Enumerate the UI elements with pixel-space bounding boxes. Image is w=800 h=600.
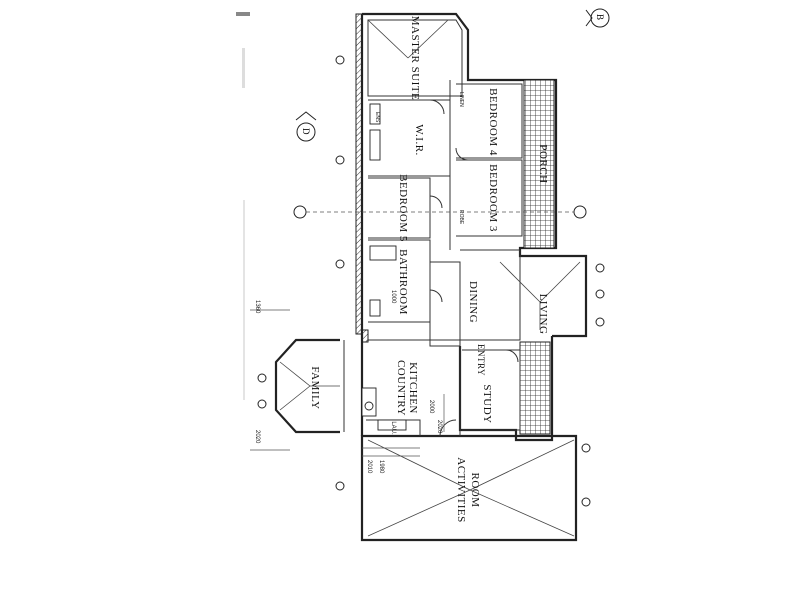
note-robe: ROBE — [458, 210, 464, 225]
markers: B D — [257, 8, 610, 507]
interior-walls — [366, 19, 523, 436]
label-bedroom3: BEDROOM 3 — [487, 164, 499, 232]
outer-walls — [274, 12, 588, 542]
label-lau: LAU. — [390, 421, 396, 435]
notes: LINEN ROBE ENS — [374, 92, 464, 225]
dim-2010: 2010 — [366, 460, 372, 474]
label-family: FAMILY — [309, 366, 321, 409]
label-country: COUNTRY — [395, 360, 407, 416]
label-bedroom4: BEDROOM 4 — [487, 88, 499, 156]
label-master-suite: MASTER SUITE — [409, 16, 421, 101]
label-dining: DINING — [467, 281, 479, 323]
note-ens: ENS — [374, 112, 380, 123]
label-bedroom5: BEDROOM 5 — [397, 174, 409, 242]
dim-2000: 2000 — [428, 400, 434, 414]
basin — [369, 299, 381, 317]
scan-artifacts — [236, 12, 250, 400]
laundry-bench — [377, 419, 407, 431]
dimension-text: 1980 2010 2020 2000 1000 1360 2020 — [254, 290, 442, 474]
fixtures — [361, 103, 407, 431]
label-activities: ACTIVITIES — [455, 457, 467, 523]
bathtub — [369, 245, 397, 261]
dim-1980: 1980 — [378, 460, 384, 474]
porch-tiles — [523, 79, 555, 249]
label-bathroom: BATHROOM — [397, 249, 409, 315]
entry-porch-tiles — [519, 341, 551, 435]
marker-b-circle — [590, 8, 610, 28]
label-room: ROOM — [469, 472, 481, 507]
dim-2020-b: 2020 — [254, 430, 260, 444]
dim-2020: 2020 — [436, 420, 442, 434]
label-study: STUDY — [481, 384, 493, 423]
toilet — [369, 103, 381, 125]
dim-1000: 1000 — [390, 290, 396, 304]
note-linen: LINEN — [458, 92, 464, 107]
label-entry: ENTRY — [476, 344, 486, 376]
marker-d-circle — [296, 122, 316, 142]
label-porch: PORCH — [537, 144, 549, 183]
label-kitchen: KITCHEN — [407, 362, 419, 414]
vanity — [369, 129, 381, 161]
sink — [364, 401, 374, 411]
marker-d-label: D — [301, 128, 311, 135]
label-living: LIVING — [537, 294, 549, 335]
marker-b-label: B — [595, 14, 605, 20]
dimension-lines — [250, 309, 445, 457]
dim-1360: 1360 — [254, 300, 260, 314]
room-labels: MASTER SUITE W.I.R. BEDROOM 4 BEDROOM 3 … — [309, 16, 549, 523]
doors — [429, 99, 519, 437]
hatched-walls — [355, 13, 369, 343]
label-wir: W.I.R. — [413, 124, 425, 156]
